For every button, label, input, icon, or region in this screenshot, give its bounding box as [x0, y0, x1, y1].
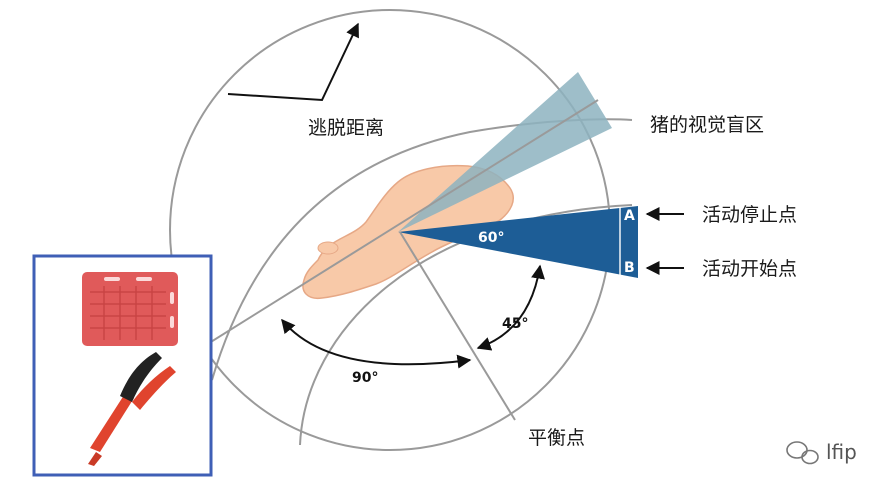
marker-b: B [624, 260, 635, 276]
paddle-icon [88, 352, 176, 466]
start-point-label: 活动开始点 [702, 258, 797, 280]
watermark-text: lfip [826, 440, 857, 464]
sorting-board-icon [82, 272, 178, 346]
angle-45-arc [476, 264, 545, 351]
pig-ear [317, 241, 339, 255]
inner-zone-arc [299, 204, 633, 446]
stop-point-label: 活动停止点 [702, 204, 797, 226]
angle-90-arc [281, 318, 472, 369]
angle-45-label: 45° [502, 316, 528, 332]
marker-a: A [624, 208, 635, 224]
angle-90-label: 90° [352, 370, 378, 386]
blind-zone-label: 猪的视觉盲区 [650, 114, 764, 136]
balance-point-label: 平衡点 [528, 427, 585, 449]
flight-distance-label: 逃脱距离 [308, 117, 384, 139]
balance-point-line [399, 231, 516, 421]
wechat-icon [786, 441, 819, 465]
flight-distance-arrow [227, 22, 359, 102]
body-axis-line [189, 99, 599, 356]
angle-60-label: 60° [478, 230, 504, 246]
movement-wedge [398, 206, 638, 278]
